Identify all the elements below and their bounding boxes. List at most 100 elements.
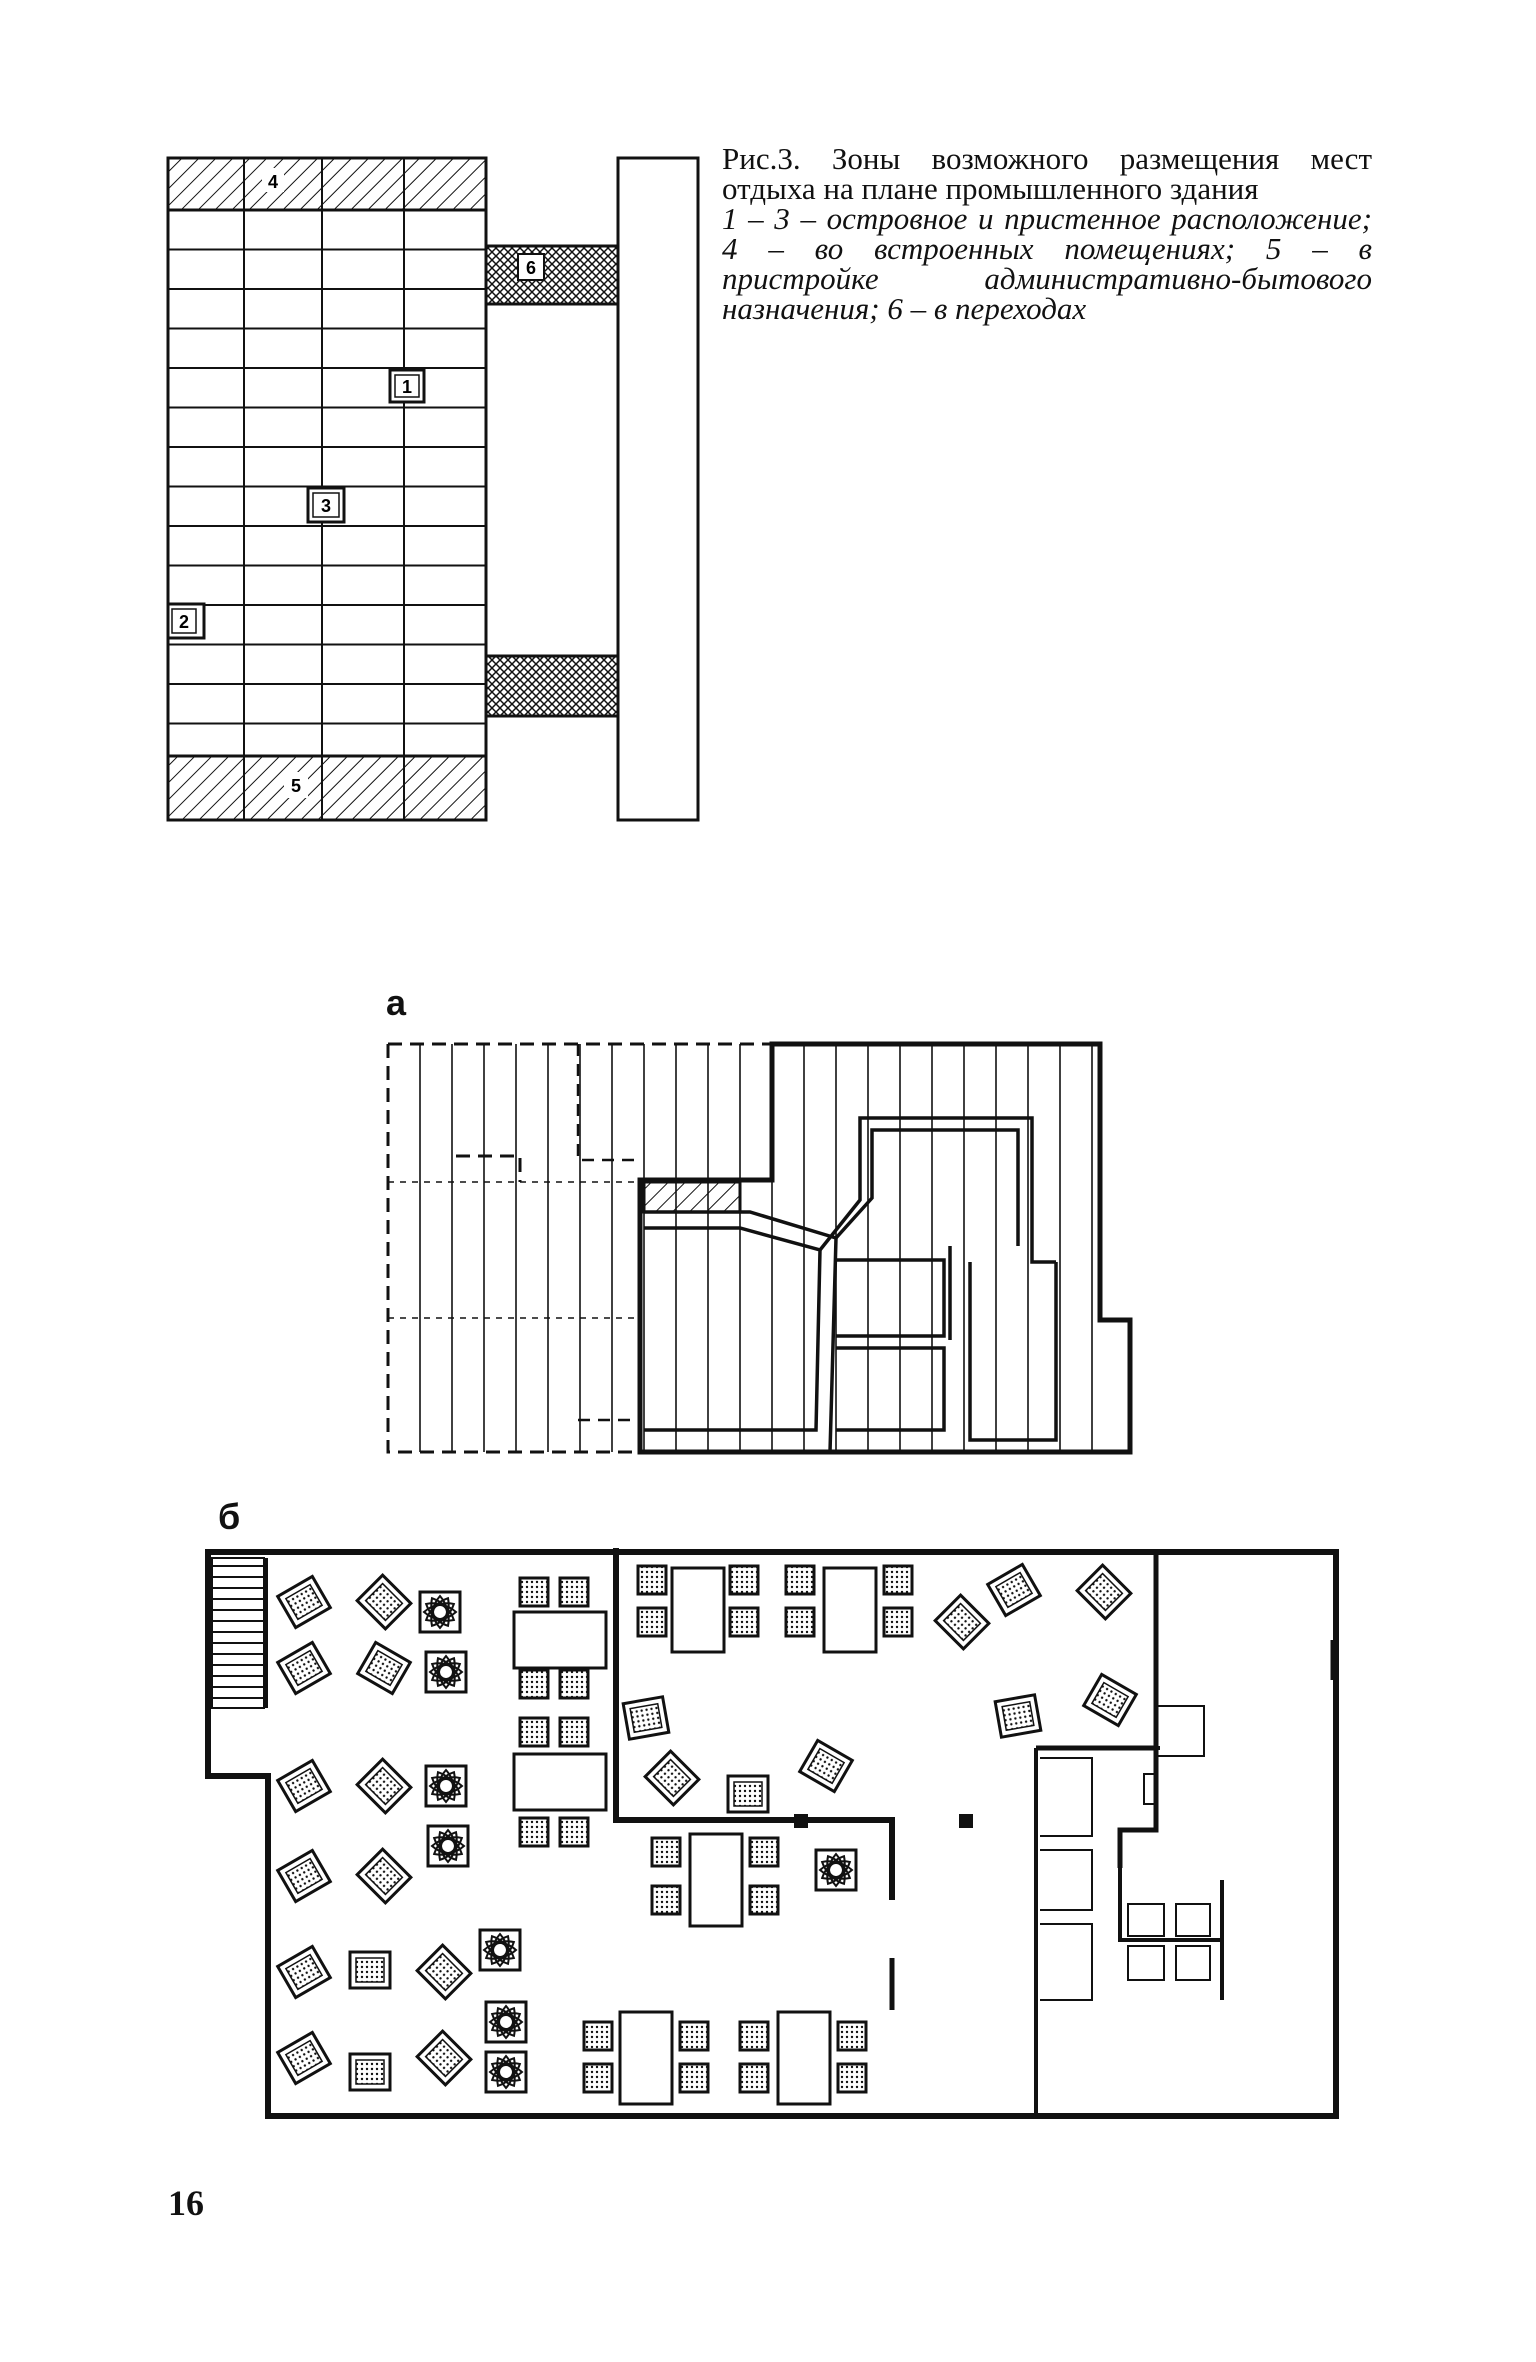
svg-text:4: 4 xyxy=(268,172,278,192)
seat xyxy=(882,1564,914,1596)
armchair-seat xyxy=(424,2038,464,2078)
seat xyxy=(678,2020,710,2052)
armchair-seat xyxy=(806,1747,846,1785)
seat xyxy=(748,1884,780,1916)
plant-pot xyxy=(814,1848,858,1892)
zone-label-3: 3 xyxy=(306,486,346,524)
plan-a xyxy=(386,1041,1133,1455)
plant-leaf xyxy=(432,1594,448,1630)
armchair xyxy=(275,1640,333,1696)
panel-label-b: б xyxy=(218,1496,241,1537)
seat xyxy=(518,1716,550,1748)
plant-leaf xyxy=(498,2004,514,2040)
seat xyxy=(728,1606,760,1638)
armchair xyxy=(275,1574,333,1630)
plan-b-outer-wall xyxy=(205,1549,1339,2119)
plant-pot xyxy=(484,2050,528,2094)
table xyxy=(670,1566,726,1654)
seat xyxy=(678,2062,710,2094)
plant-leaf xyxy=(430,1596,450,1628)
armchair xyxy=(1075,1563,1133,1621)
armchair-seat xyxy=(284,1583,324,1621)
plant xyxy=(484,2050,528,2094)
svg-text:6: 6 xyxy=(526,258,536,278)
panel-label-a: а xyxy=(386,982,407,1023)
zones-plan: 4 6 1 3 2 5 xyxy=(166,156,700,822)
armchair-seat xyxy=(424,1952,464,1992)
armchair-seat xyxy=(994,1571,1034,1609)
armchair xyxy=(933,1593,991,1651)
svg-text:3: 3 xyxy=(321,496,331,516)
plant xyxy=(424,1650,468,1694)
seat xyxy=(738,2062,770,2094)
armchair xyxy=(355,1847,413,1905)
armchair-seat xyxy=(355,1957,385,1983)
figure-caption: Рис.3. Зоны возможного размещения мест о… xyxy=(722,143,1372,324)
seat xyxy=(882,1606,914,1638)
armchair-seat xyxy=(1090,1681,1130,1719)
plant-leaf xyxy=(436,1770,456,1802)
table xyxy=(822,1566,878,1654)
armchair-seat xyxy=(284,1857,324,1895)
armchair xyxy=(275,1758,333,1814)
zone-label-1: 1 xyxy=(388,368,426,404)
armchair xyxy=(985,1562,1043,1618)
plant-leaf xyxy=(820,1860,852,1880)
armchair xyxy=(275,2030,333,2086)
armchair-seat xyxy=(284,2039,324,2077)
plant-leaf xyxy=(490,2012,522,2032)
svg-text:2: 2 xyxy=(179,612,189,632)
seat xyxy=(636,1564,668,1596)
zone-label-5: 5 xyxy=(284,772,308,798)
armchair xyxy=(355,1640,413,1696)
armchair xyxy=(355,1573,413,1631)
plant-leaf xyxy=(492,1932,508,1968)
seat xyxy=(784,1606,816,1638)
armchair-seat xyxy=(284,1649,324,1687)
plan-b xyxy=(205,1548,1339,2119)
armchair xyxy=(993,1693,1043,1739)
seat xyxy=(728,1564,760,1596)
plant-leaf xyxy=(498,2054,514,2090)
armchair-seat xyxy=(364,1856,404,1896)
seat xyxy=(558,1576,590,1608)
adjacent-building xyxy=(616,156,700,822)
seat xyxy=(558,1816,590,1848)
armchair xyxy=(726,1774,770,1814)
table xyxy=(512,1610,608,1670)
plant-leaf xyxy=(438,1768,454,1804)
plan-a-dashed-outline xyxy=(386,1042,772,1454)
seat xyxy=(650,1884,682,1916)
plant-leaf xyxy=(490,2062,522,2082)
armchair xyxy=(415,2029,473,2087)
plant xyxy=(478,1928,522,1972)
svg-text:1: 1 xyxy=(402,377,412,397)
plant xyxy=(814,1848,858,1892)
seat xyxy=(738,2020,770,2052)
table xyxy=(688,1832,744,1928)
armchair-seat xyxy=(284,1953,324,1991)
table xyxy=(618,2010,674,2106)
seat xyxy=(650,1836,682,1868)
armchair-seat xyxy=(364,1649,404,1687)
armchair-seat xyxy=(652,1758,692,1798)
armchair-seat xyxy=(355,2059,385,2085)
seat xyxy=(518,1668,550,1700)
seat xyxy=(784,1564,816,1596)
plant xyxy=(418,1590,462,1634)
passage-top xyxy=(484,244,620,306)
plant-leaf xyxy=(490,1934,510,1966)
armchair-seat xyxy=(1084,1572,1124,1612)
armchair xyxy=(643,1749,701,1807)
armchair-seat xyxy=(364,1582,404,1622)
table xyxy=(512,1752,608,1812)
armchair-seat xyxy=(284,1767,324,1805)
zone-label-6: 6 xyxy=(517,253,545,281)
armchair xyxy=(797,1738,855,1794)
plant xyxy=(426,1824,470,1868)
plant-leaf xyxy=(438,1830,458,1862)
armchair-seat xyxy=(1001,1700,1035,1732)
plant-leaf xyxy=(496,2006,516,2038)
plant-leaf xyxy=(424,1602,456,1622)
